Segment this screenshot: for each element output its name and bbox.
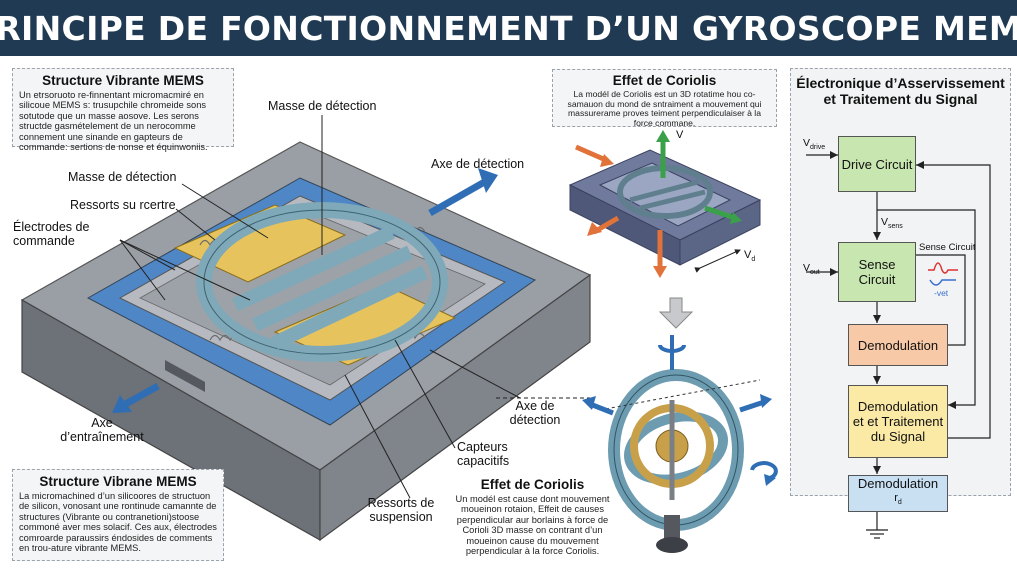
demodulation-block-1: Demodulation bbox=[848, 324, 948, 366]
page-title: PRINCIPE DE FONCTIONNEMENT D’UN GYROSCOP… bbox=[0, 8, 1017, 48]
sense-circuit-block: Sense Circuit bbox=[838, 242, 916, 302]
panel-title: Électronique d’Asservissement et Traitem… bbox=[796, 75, 1005, 107]
drive-axis-arrow bbox=[120, 382, 160, 410]
signal-vdrive: Vdrive bbox=[803, 137, 826, 152]
label-ressorts-left: Ressorts su rcertre bbox=[70, 198, 176, 212]
label-axe-detection-right: Axe de détection bbox=[509, 399, 561, 427]
note-coriolis-top-title: Effet de Coriolis bbox=[612, 73, 717, 88]
label-masse-top: Masse de détection bbox=[268, 99, 377, 113]
note-structure-text: Un etrsoruoto re-finnentant micromacmiré… bbox=[19, 90, 208, 153]
detection-axis-arrow-top bbox=[428, 176, 490, 217]
note-structure-title: Structure Vibrante MEMS bbox=[42, 73, 204, 88]
note-structure-vibrante: Structure Vibrante MEMS Un etrsoruoto re… bbox=[12, 68, 234, 152]
demodulation-3-label: Demodulation bbox=[857, 475, 939, 491]
note-structure-vibrane: Structure Vibrane MEMS La micromachined … bbox=[12, 469, 224, 561]
demodulation-block-3: Demodulation rd bbox=[848, 475, 948, 512]
note-vibrane-text: La micromachined d’un silicoores de stru… bbox=[19, 491, 217, 554]
label-axe-entrainement: Axe d’entraînement bbox=[60, 416, 144, 444]
demodulation-block-2: Demodulation et et Traitement du Signal bbox=[848, 385, 948, 458]
title-banner: PRINCIPE DE FONCTIONNEMENT D’UN GYROSCOP… bbox=[0, 0, 1017, 56]
label-v-axis: V bbox=[676, 129, 684, 141]
wave-label: -vet bbox=[934, 288, 949, 298]
note-coriolis-bottom: Effet de Coriolis Un modél est cause don… bbox=[450, 474, 615, 563]
label-masse-left: Masse de détection bbox=[68, 170, 177, 184]
sense-circuit-side-label: Sense Circuit bbox=[919, 242, 976, 253]
signal-vsens: Vsens bbox=[881, 216, 903, 231]
label-ressorts-suspension: Ressorts de suspension bbox=[367, 496, 435, 524]
note-coriolis-bottom-title: Effet de Coriolis bbox=[480, 477, 585, 492]
output-rd: rd bbox=[894, 491, 902, 507]
drive-circuit-block: Drive Circuit bbox=[838, 136, 916, 192]
mems-package bbox=[20, 141, 592, 542]
electrode-pad-upper bbox=[173, 204, 347, 283]
note-coriolis-top: Effet de Coriolis La modél de Coriolis e… bbox=[552, 69, 777, 128]
label-capteurs: Capteurs capacitifs bbox=[457, 440, 510, 468]
label-axe-detection-top: Axe de détection bbox=[431, 157, 525, 171]
signal-vout: Vout bbox=[803, 262, 820, 277]
note-vibrane-title: Structure Vibrane MEMS bbox=[39, 474, 197, 489]
note-coriolis-top-text: La modél de Coriolis est un 3D rotatime … bbox=[567, 89, 762, 128]
label-vd: Vd bbox=[744, 249, 756, 264]
note-coriolis-bottom-text: Un modél est cause dont mouvement mouein… bbox=[455, 494, 610, 557]
label-electrodes: Électrodes de commande bbox=[13, 220, 90, 248]
